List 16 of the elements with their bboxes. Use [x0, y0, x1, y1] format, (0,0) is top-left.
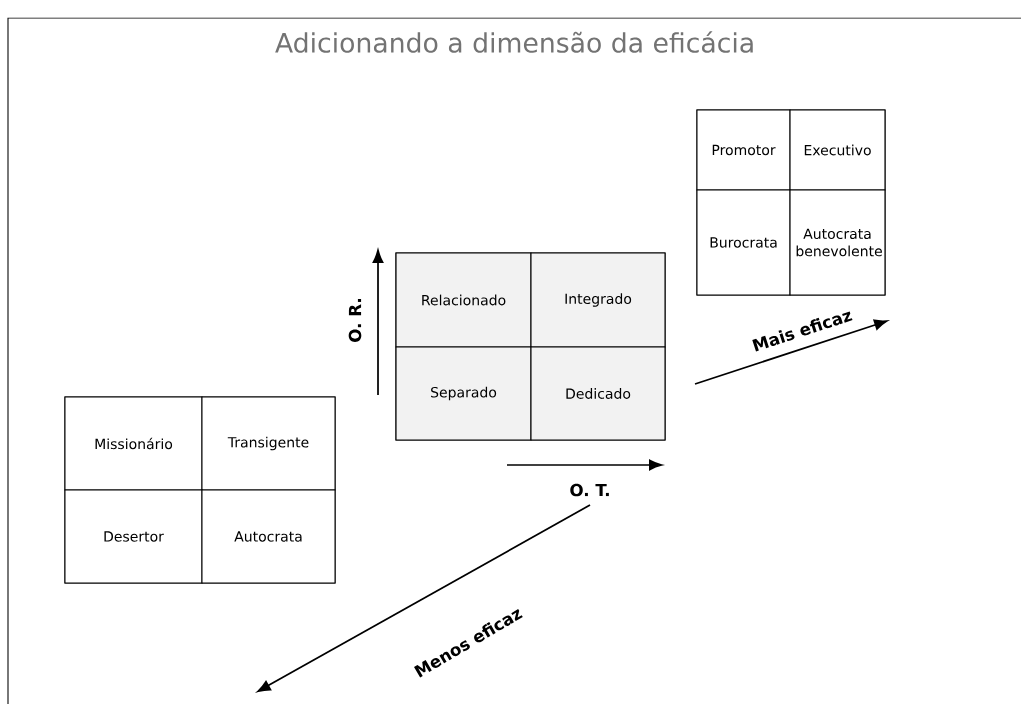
direction-axis-label: O. T. — [570, 483, 609, 497]
direction-label: Mais eficaz — [752, 311, 853, 352]
grid-cell: Promotor — [696, 109, 791, 191]
grid-cell: Executivo — [789, 109, 886, 191]
grid-cell: Desertor — [64, 489, 203, 584]
grid-cell: Integrado — [530, 252, 666, 348]
grid-cell: Transigente — [201, 396, 336, 491]
direction-axis-label: O. R. — [348, 299, 362, 342]
title: Adicionando a dimensão da eficácia — [275, 31, 753, 53]
grid-cell: Autocrata benevolente — [789, 189, 886, 296]
grid-cell: Burocrata — [696, 189, 791, 296]
grid-cell: Relacionado — [395, 252, 532, 348]
grid-cell: Missionário — [64, 396, 203, 491]
grid-cell: Dedicado — [530, 346, 666, 441]
grid-cell: Autocrata — [201, 489, 336, 584]
grid-cell: Separado — [395, 346, 532, 441]
